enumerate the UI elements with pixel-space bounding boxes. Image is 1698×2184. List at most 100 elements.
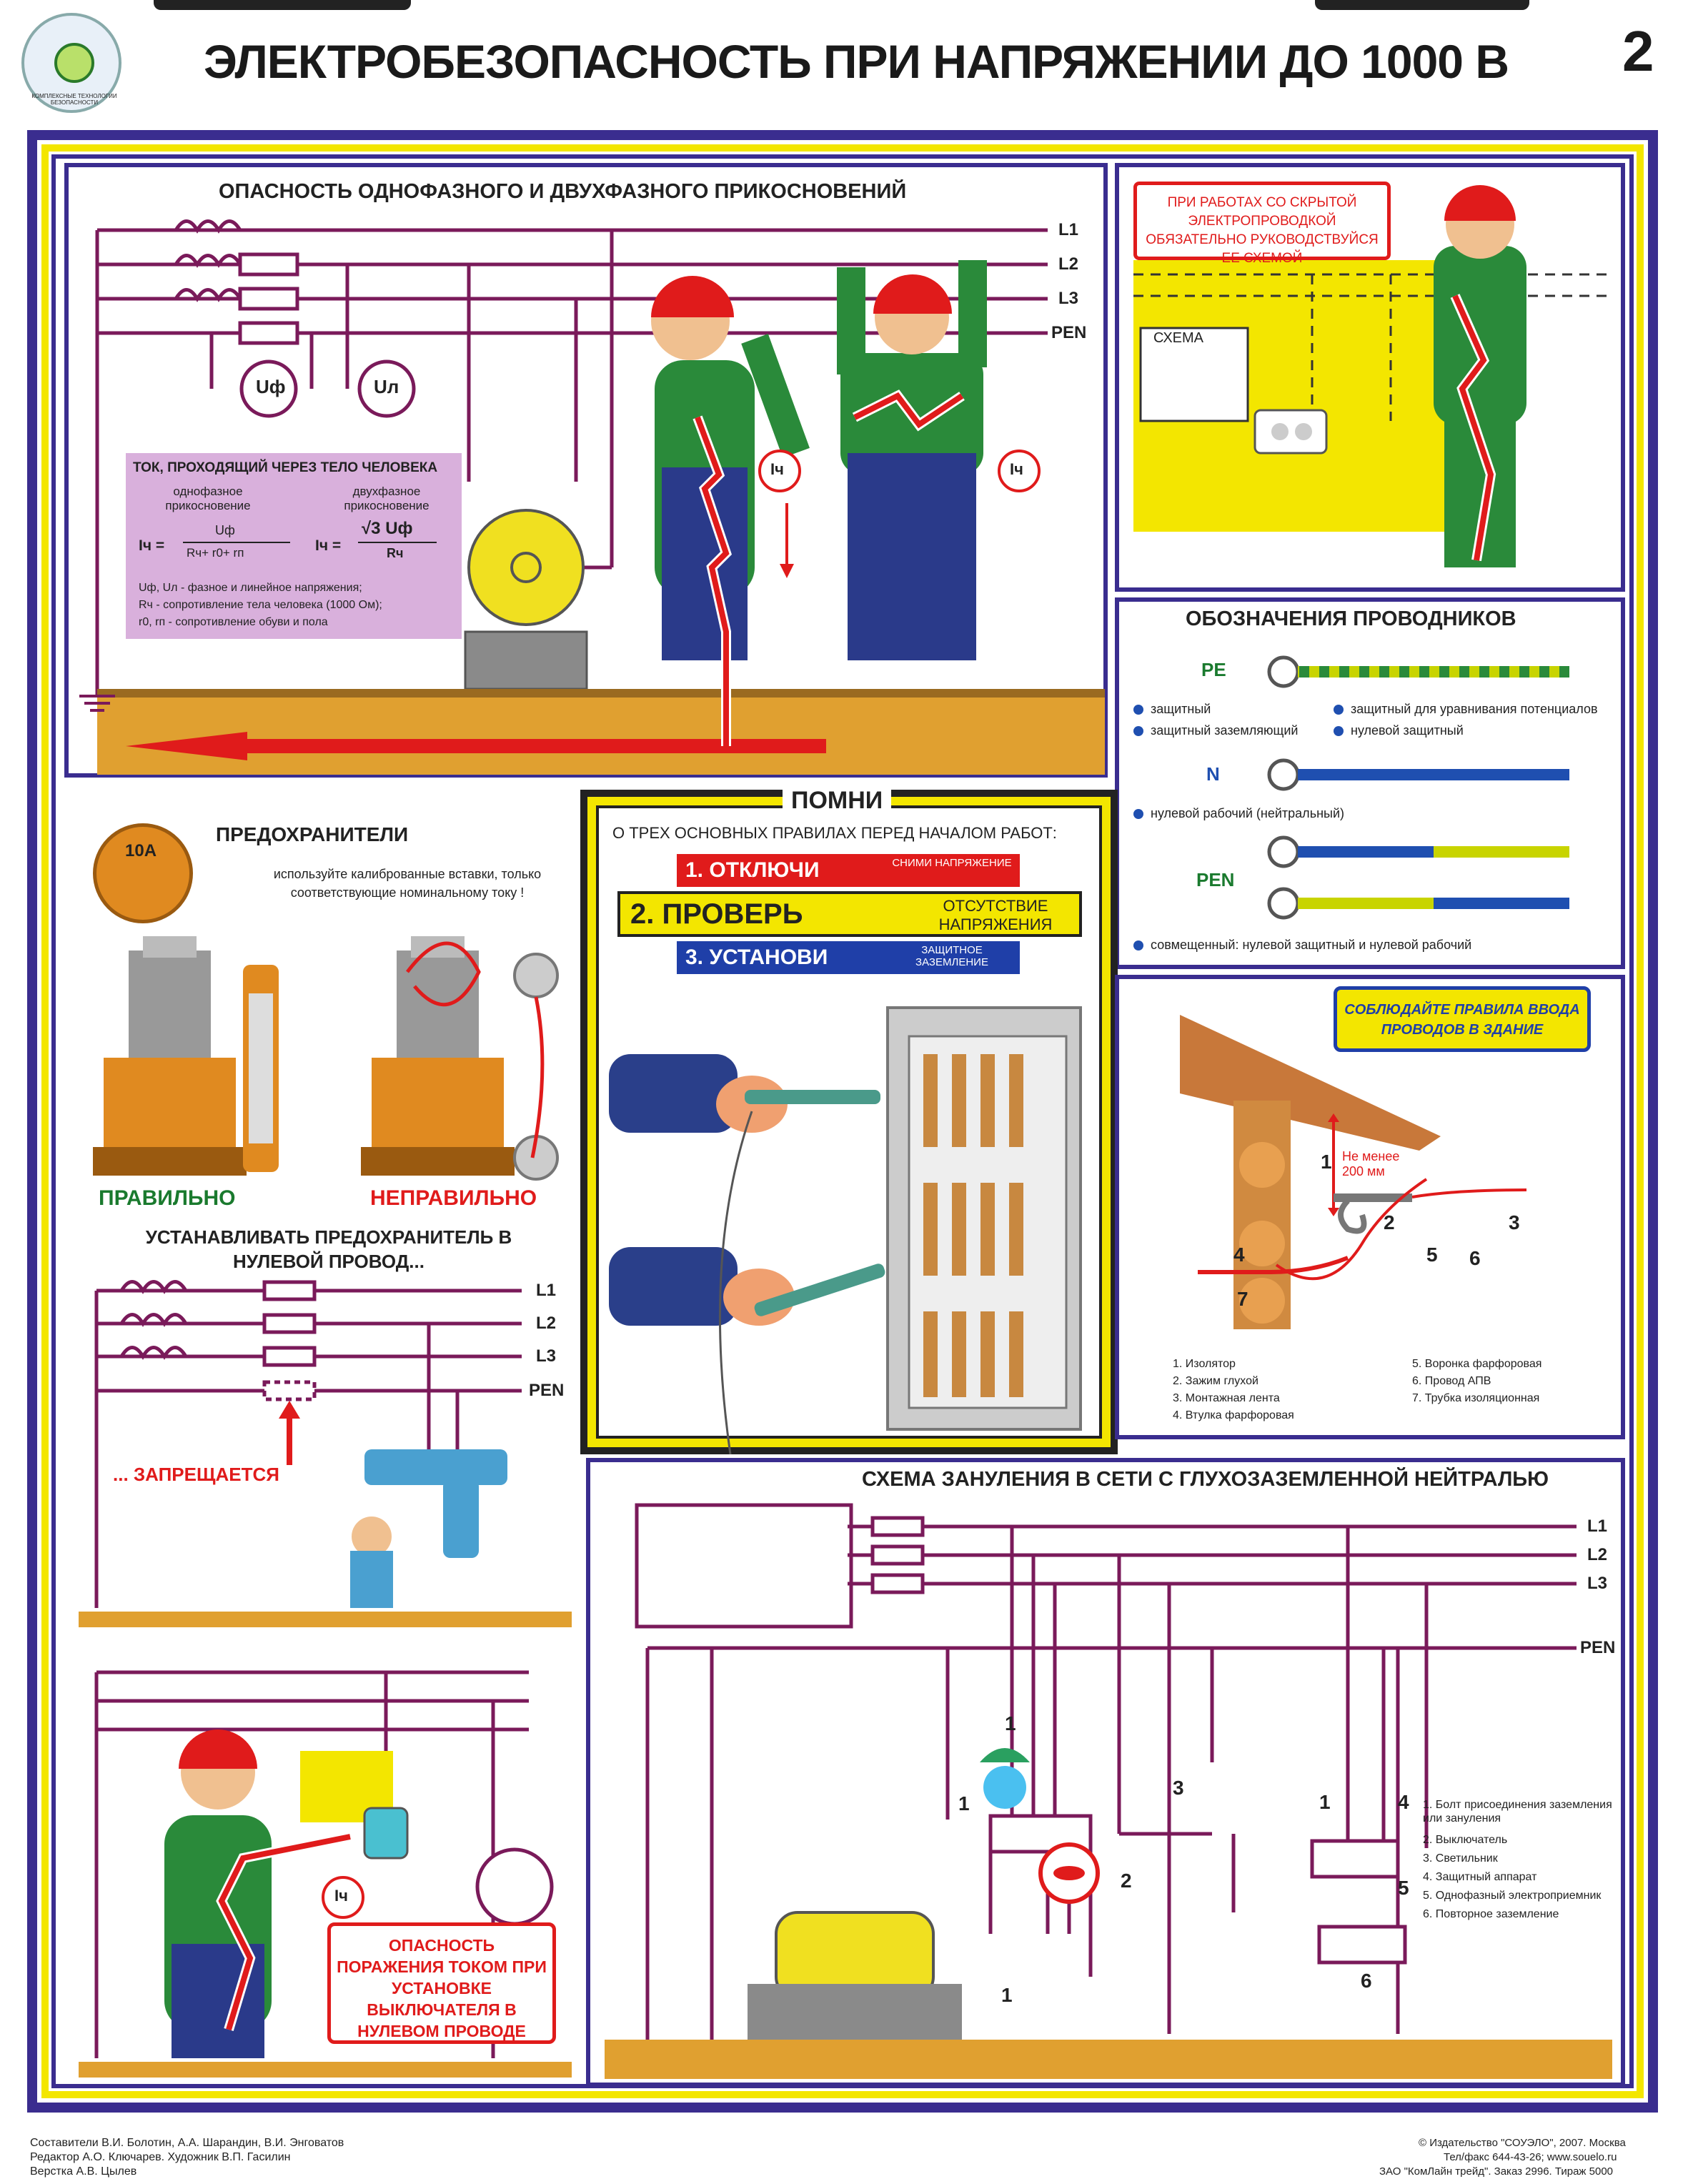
entry-num-3: 3 [1509, 1211, 1520, 1234]
neutral-line-l2: L2 [536, 1314, 557, 1333]
zeroing-legend-2: 2. Выключатель [1423, 1834, 1508, 1846]
entry-distance: Не менее 200 мм [1342, 1149, 1400, 1178]
line-label-l2: L2 [1058, 254, 1079, 274]
formula2-denominator: Rч [387, 546, 404, 560]
footer-credits-1: Составители В.И. Болотин, А.А. Шарандин,… [30, 2137, 344, 2149]
zeroing-legend-5: 5. Однофазный электроприемник [1423, 1890, 1602, 1902]
rule-1-desc: СНИМИ НАПРЯЖЕНИЕ [892, 857, 1012, 869]
neutral-line-pen: PEN [529, 1381, 565, 1400]
zeroing-marker-1a: 1 [958, 1792, 970, 1815]
footer-publisher-1: © Издательство "СОУЭЛО", 2007. Москва [1419, 2137, 1626, 2149]
entry-num-2: 2 [1384, 1211, 1395, 1234]
current-label-1: Iч [770, 460, 784, 478]
rule-1: 1. ОТКЛЮЧИ СНИМИ НАПРЯЖЕНИЕ [677, 854, 1020, 887]
line-label-l3: L3 [1058, 289, 1079, 308]
formula2-left: Iч = [315, 537, 342, 554]
line-label-l1: L1 [1058, 220, 1079, 239]
formula1-left: Iч = [139, 537, 165, 554]
panel-neutral-fuse: УСТАНАВЛИВАТЬ ПРЕДОХРАНИТЕЛЬ В НУЛЕВОЙ П… [64, 1222, 579, 1629]
remember-title: ПОМНИ [783, 787, 892, 815]
pe-label: PE [1201, 659, 1226, 680]
formula1-bar [183, 542, 290, 543]
entry-num-5: 5 [1426, 1244, 1438, 1266]
fuses-illustration [93, 936, 559, 1181]
remember-subtitle: О ТРЕХ ОСНОВНЫХ ПРАВИЛАХ ПЕРЕД НАЧАЛОМ Р… [612, 824, 1057, 842]
pe-item-protective-earthing: защитный заземляющий [1133, 723, 1298, 738]
touch-circuit-diagram [79, 219, 1105, 775]
entry-legend-7: 7. Трубка изоляционная [1412, 1392, 1540, 1404]
rule-2-desc: ОТСУТСТВИЕ НАПРЯЖЕНИЯ [938, 897, 1053, 933]
bullet-icon [1133, 726, 1143, 737]
zeroing-diagram [605, 1503, 1612, 2079]
conductors-title: ОБОЗНАЧЕНИЯ ПРОВОДНИКОВ [1180, 607, 1522, 631]
entry-num-6: 6 [1469, 1247, 1481, 1269]
switch-current-label: Iч [334, 1887, 348, 1905]
rule-3-label: 3. УСТАНОВИ [685, 945, 828, 969]
entry-badge-text: СОБЛЮДАЙТЕ ПРАВИЛА ВВОДА ПРОВОДОВ В ЗДАН… [1344, 1002, 1580, 1038]
footer-publisher-3: ЗАО "КомЛайн трейд". Заказ 2996. Тираж 5… [1379, 2165, 1614, 2178]
entry-legend-4: 4. Втулка фарфоровая [1173, 1409, 1294, 1421]
zeroing-l1: L1 [1587, 1517, 1608, 1536]
fuses-title: ПРЕДОХРАНИТЕЛИ [216, 823, 409, 845]
zeroing-legend-1: 1. Болт присоединения заземления или зан… [1423, 1799, 1612, 1825]
logo-bulb-icon [54, 43, 94, 83]
current-formula-box: ТОК, ПРОХОДЯЩИЙ ЧЕРЕЗ ТЕЛО ЧЕЛОВЕКА одно… [126, 453, 462, 639]
panel-fuses: 10А ПРЕДОХРАНИТЕЛИ используйте калиброва… [64, 793, 579, 1222]
zeroing-title: СХЕМА ЗАНУЛЕНИЯ В СЕТИ С ГЛУХОЗАЗЕМЛЕННО… [862, 1468, 1549, 1491]
bullet-icon [1334, 705, 1344, 715]
footer-credits-2: Редактор А.О. Ключарев. Художник В.П. Га… [30, 2151, 291, 2163]
zeroing-marker-1c: 1 [1319, 1791, 1331, 1813]
zeroing-l2: L2 [1587, 1545, 1608, 1564]
switch-danger-illustration [79, 1670, 572, 2078]
formula1-numerator: Uф [215, 523, 235, 537]
remember-illustration [609, 1006, 1082, 1454]
formula1-denominator: Rч+ r0+ rп [187, 546, 244, 560]
neutral-line-l3: L3 [536, 1346, 557, 1366]
single-phase-heading: однофазное прикосновение [165, 485, 251, 512]
fuse-badge-text: 10А [125, 841, 157, 860]
scheme-label: СХЕМА [1153, 330, 1203, 346]
logo-text: КОМПЛЕКСНЫЕ ТЕХНОЛОГИИ БЕЗОПАСНОСТИ [31, 93, 117, 106]
formula2-bar [358, 542, 437, 543]
panel-touch-danger: ОПАСНОСТЬ ОДНОФАЗНОГО И ДВУХФАЗНОГО ПРИК… [64, 163, 1108, 778]
panel-conductors: ОБОЗНАЧЕНИЯ ПРОВОДНИКОВ PE защитный защи… [1115, 597, 1625, 969]
switch-danger-text: ОПАСНОСТЬ ПОРАЖЕНИЯ ТОКОМ ПРИ УСТАНОВКЕ … [337, 1936, 547, 2040]
zeroing-legend-6: 6. Повторное заземление [1423, 1908, 1559, 1920]
switch-danger-warning: ОПАСНОСТЬ ПОРАЖЕНИЯ ТОКОМ ПРИ УСТАНОВКЕ … [327, 1922, 556, 2044]
hidden-wiring-warning-text: ПРИ РАБОТАХ СО СКРЫТОЙ ЭЛЕКТРОПРОВОДКОЙ … [1146, 195, 1379, 266]
formula-legend-2: Rч - сопротивление тела человека (1000 О… [139, 599, 382, 611]
zeroing-marker-1b: 1 [1005, 1712, 1016, 1734]
footer-publisher-2: Тел/факс 644-43-26; www.souelo.ru [1444, 2151, 1617, 2163]
pe-item-zero-protective: нулевой защитный [1334, 723, 1464, 738]
zeroing-legend-4: 4. Защитный аппарат [1423, 1871, 1537, 1883]
formula2-numerator: √3 Uф [362, 519, 413, 538]
rule-1-label: 1. ОТКЛЮЧИ [685, 858, 820, 882]
entry-num-1: 1 [1321, 1151, 1332, 1173]
pen-item: совмещенный: нулевой защитный и нулевой … [1133, 938, 1471, 953]
neutral-forbidden: ... ЗАПРЕЩАЕТСЯ [113, 1464, 279, 1485]
page-title: ЭЛЕКТРОБЕЗОПАСНОСТЬ ПРИ НАПРЯЖЕНИИ ДО 10… [204, 35, 1509, 88]
bullet-icon [1133, 809, 1143, 820]
top-tab-left [154, 0, 411, 10]
neutral-fuse-diagram [79, 1280, 572, 1627]
panel-remember: ПОМНИ О ТРЕХ ОСНОВНЫХ ПРАВИЛАХ ПЕРЕД НАЧ… [580, 787, 1118, 1454]
two-phase-heading: двухфазное прикосновение [344, 485, 430, 512]
pe-item-protective: защитный [1133, 702, 1211, 717]
zeroing-marker-3: 3 [1173, 1777, 1184, 1799]
entry-legend-2: 2. Зажим глухой [1173, 1375, 1258, 1387]
entry-legend-5: 5. Воронка фарфоровая [1412, 1358, 1542, 1370]
fuse-badge: 10А [93, 823, 193, 923]
formula-legend-1: Uф, Uл - фазное и линейное напряжения; [139, 582, 362, 594]
formula-box-title: ТОК, ПРОХОДЯЩИЙ ЧЕРЕЗ ТЕЛО ЧЕЛОВЕКА [133, 460, 438, 475]
pen-label: PEN [1196, 869, 1235, 890]
entry-num-4: 4 [1233, 1244, 1245, 1266]
hidden-wiring-illustration [1133, 185, 1612, 567]
neutral-line-l1: L1 [536, 1281, 557, 1300]
outer-frame [27, 130, 1658, 2113]
n-item: нулевой рабочий (нейтральный) [1133, 806, 1344, 821]
current-label-2: Iч [1010, 460, 1023, 478]
bullet-icon [1133, 940, 1143, 951]
rule-3: 3. УСТАНОВИ ЗАЩИТНОЕ ЗАЗЕМЛЕНИЕ [677, 941, 1020, 974]
formula-legend-3: r0, rп - сопротивление обуви и пола [139, 616, 328, 628]
line-label-pen: PEN [1051, 323, 1087, 342]
